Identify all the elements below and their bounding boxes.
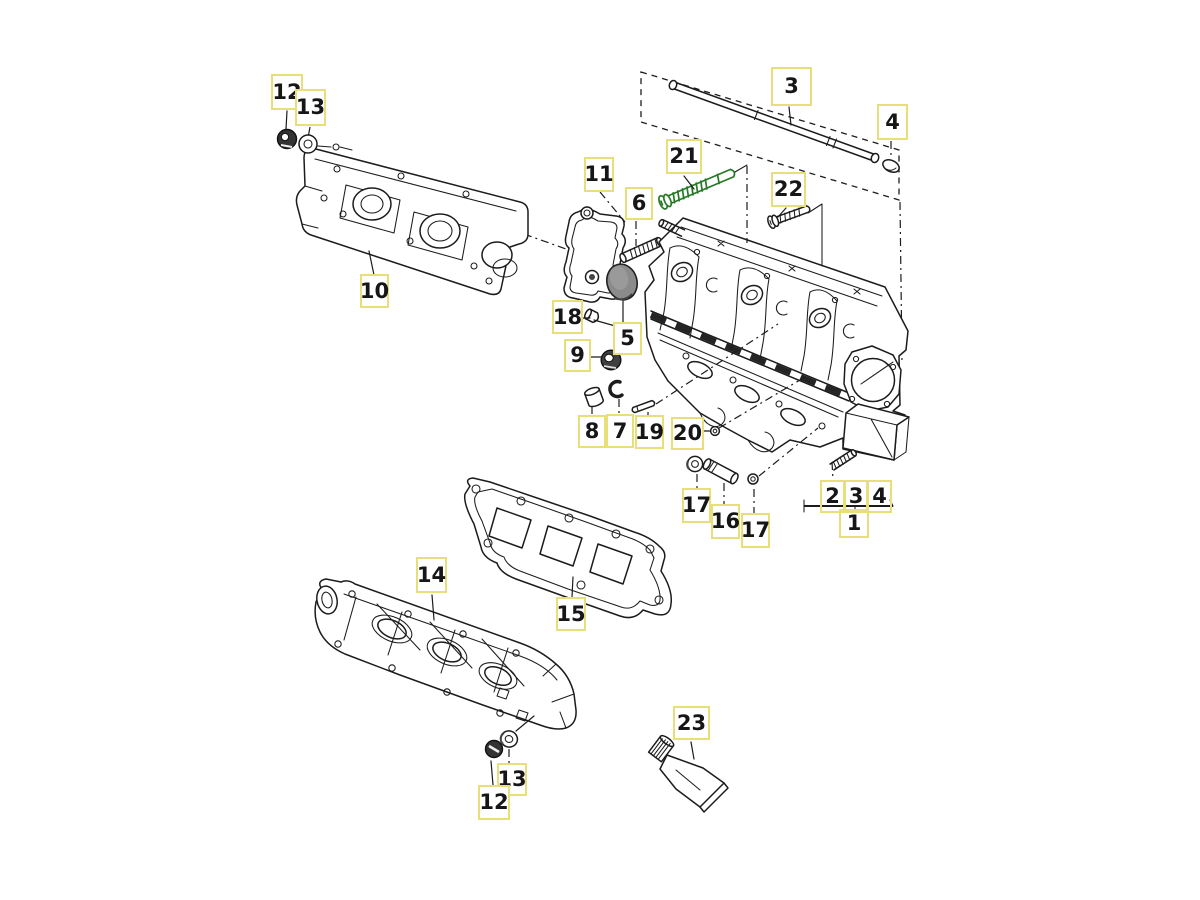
plug-drawing [583,308,600,324]
part-label-6[interactable]: 6 [625,187,653,220]
part-label-9[interactable]: 9 [564,339,591,372]
part-label-8[interactable]: 8 [578,415,606,448]
highlighted-bolt-drawing [658,168,736,210]
bolt-insertion-lines [734,164,823,267]
sealant-tube-drawing [647,734,729,813]
part-label-3-rod[interactable]: 3 [771,67,812,106]
part-label-10[interactable]: 10 [360,274,389,308]
part-label-7[interactable]: 7 [606,414,634,448]
washer-to-housing-line [317,143,353,151]
part-label-1-group[interactable]: 1 [839,509,869,538]
camshaft-housing-drawing [295,147,529,296]
part-label-20[interactable]: 20 [671,417,704,450]
part-label-23[interactable]: 23 [673,706,710,740]
part-label-16[interactable]: 16 [711,504,740,539]
part-label-4-cap[interactable]: 4 [877,104,908,140]
part-label-17-right[interactable]: 17 [741,513,770,548]
part-label-13-top[interactable]: 13 [295,89,326,126]
part-label-18[interactable]: 18 [552,300,583,334]
part-label-4-group[interactable]: 4 [867,480,892,513]
part-label-17-left[interactable]: 17 [682,488,711,523]
washer-right-drawing [747,473,759,485]
sealing-cap-drawing [606,263,638,301]
rod-end-cap-drawing [882,159,900,173]
part-label-12-bottom[interactable]: 12 [478,785,510,820]
part-label-22[interactable]: 22 [771,172,806,207]
pin-drawing [631,399,656,414]
part-label-11[interactable]: 11 [584,157,614,192]
housing-nut-drawing [276,128,298,150]
dowel-drawing [702,458,739,485]
small-bolt-drawing [767,205,811,230]
retainer-clip-drawing [608,379,624,399]
valve-cover-drawing [314,578,577,730]
part-label-21[interactable]: 21 [666,139,702,174]
washer-left-drawing [686,455,704,473]
part-label-19[interactable]: 19 [635,415,664,449]
part-label-15[interactable]: 15 [556,597,586,631]
push-rod-drawing [668,79,880,164]
cover-washer-drawing [499,730,519,748]
part-label-14[interactable]: 14 [416,557,447,593]
part-label-5[interactable]: 5 [613,322,642,355]
cylinder-head-drawing [644,217,910,471]
housing-washer-drawing [298,134,318,154]
cover-nut-drawing [484,739,504,759]
cap-nut-drawing [600,349,622,371]
lifter-drawing [583,386,604,408]
cover-gasket-drawing [463,477,673,619]
